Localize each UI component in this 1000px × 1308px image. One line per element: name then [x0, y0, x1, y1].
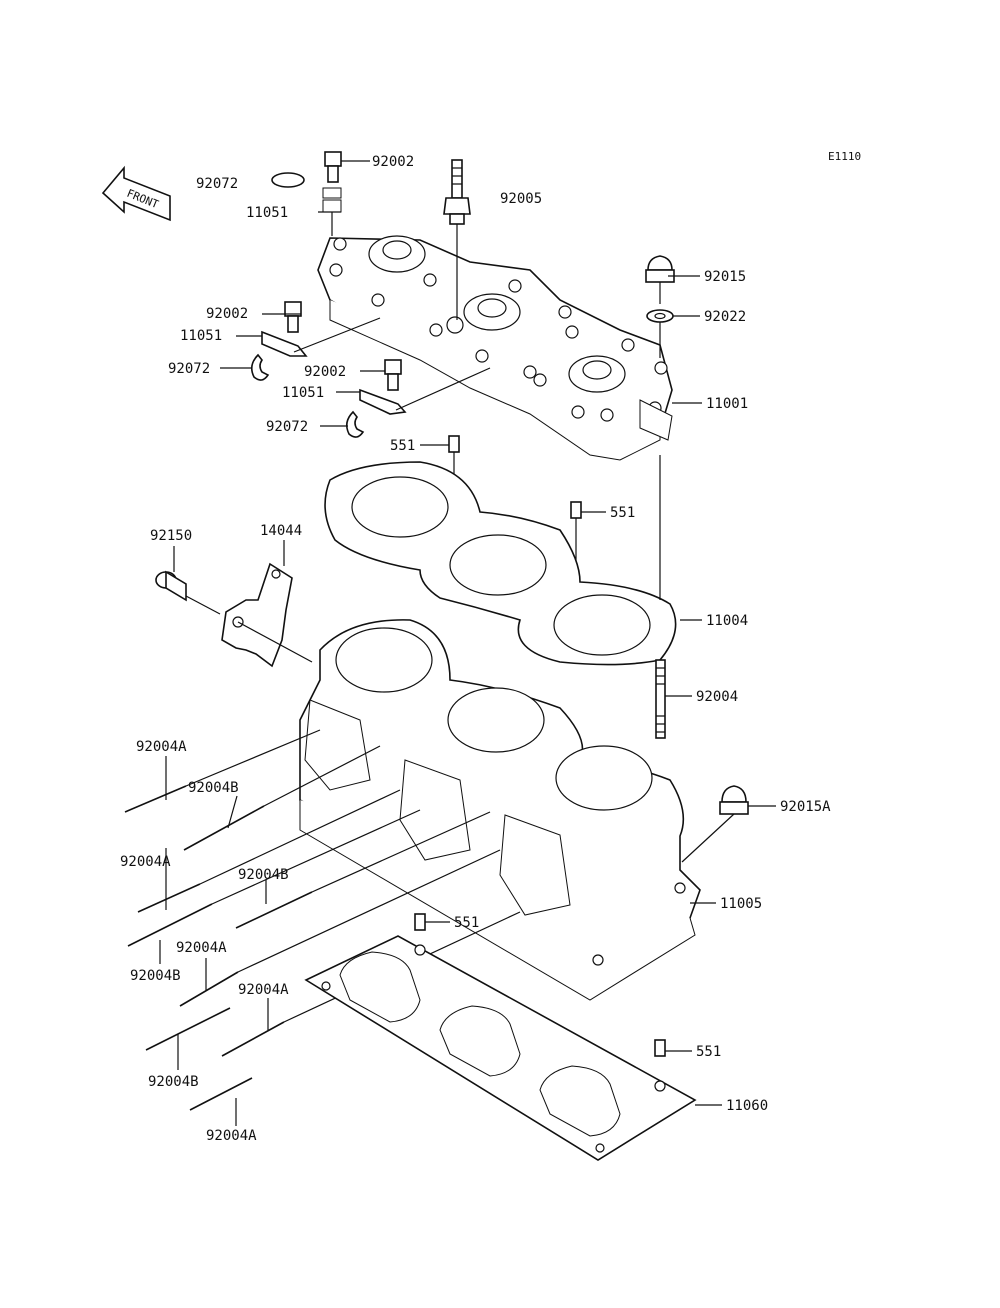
- callout-92004A: 92004A: [176, 940, 227, 956]
- callout-11060: 11060: [726, 1098, 768, 1114]
- callout-11001: 11001: [706, 396, 748, 412]
- studs-left: [124, 729, 521, 1111]
- head-gasket: [324, 461, 677, 666]
- callout-551: 551: [696, 1044, 721, 1060]
- callout-92004B: 92004B: [148, 1074, 199, 1090]
- bracket-14044: [221, 562, 313, 668]
- callout-11004: 11004: [706, 613, 748, 629]
- callout-92072: 92072: [168, 361, 210, 377]
- callout-92005: 92005: [500, 191, 542, 207]
- leader-lines: [159, 160, 776, 1126]
- callout-92022: 92022: [704, 309, 746, 325]
- callout-92150: 92150: [150, 528, 192, 544]
- callout-92004A: 92004A: [238, 982, 289, 998]
- stud-92004: [655, 659, 666, 739]
- callout-92004A: 92004A: [206, 1128, 257, 1144]
- dowel-551-d: [654, 1039, 666, 1057]
- callout-92004B: 92004B: [130, 968, 181, 984]
- bolt-92002-middle: [250, 301, 381, 381]
- callout-551: 551: [610, 505, 635, 521]
- bolt-92150: [155, 570, 221, 615]
- callout-92002: 92002: [304, 364, 346, 380]
- nut-92015: [645, 255, 675, 304]
- dowel-551-c: [414, 913, 426, 931]
- washer-92022: [646, 309, 674, 358]
- callout-551: 551: [454, 915, 479, 931]
- cylinder-block: [299, 619, 701, 1001]
- callout-92004B: 92004B: [188, 780, 239, 796]
- front-arrow-icon: FRONT: [101, 165, 171, 222]
- callout-11005: 11005: [720, 896, 762, 912]
- callout-92004: 92004: [696, 689, 738, 705]
- dowel-551-a: [448, 435, 460, 453]
- callout-14044: 14044: [260, 523, 302, 539]
- callout-92004A: 92004A: [120, 854, 171, 870]
- callout-92072: 92072: [266, 419, 308, 435]
- bolt-92002-lower: [345, 359, 491, 438]
- callout-92072: 92072: [196, 176, 238, 192]
- dowel-551-b: [570, 501, 582, 519]
- callout-11051: 11051: [282, 385, 324, 401]
- hose-fitting-92005: [443, 159, 471, 320]
- bolt-92002-upper: [271, 151, 342, 236]
- nut-92015A: [681, 785, 749, 863]
- callout-92002: 92002: [206, 306, 248, 322]
- callout-551: 551: [390, 438, 415, 454]
- callout-92015: 92015: [704, 269, 746, 285]
- callout-92015A: 92015A: [780, 799, 831, 815]
- callout-11051: 11051: [246, 205, 288, 221]
- callout-92002: 92002: [372, 154, 414, 170]
- callout-92004A: 92004A: [136, 739, 187, 755]
- diagram-code: E1110: [828, 150, 861, 163]
- cylinder-head: [317, 235, 673, 461]
- callout-92004B: 92004B: [238, 867, 289, 883]
- callout-11051: 11051: [180, 328, 222, 344]
- base-gasket-11060: [304, 935, 697, 1161]
